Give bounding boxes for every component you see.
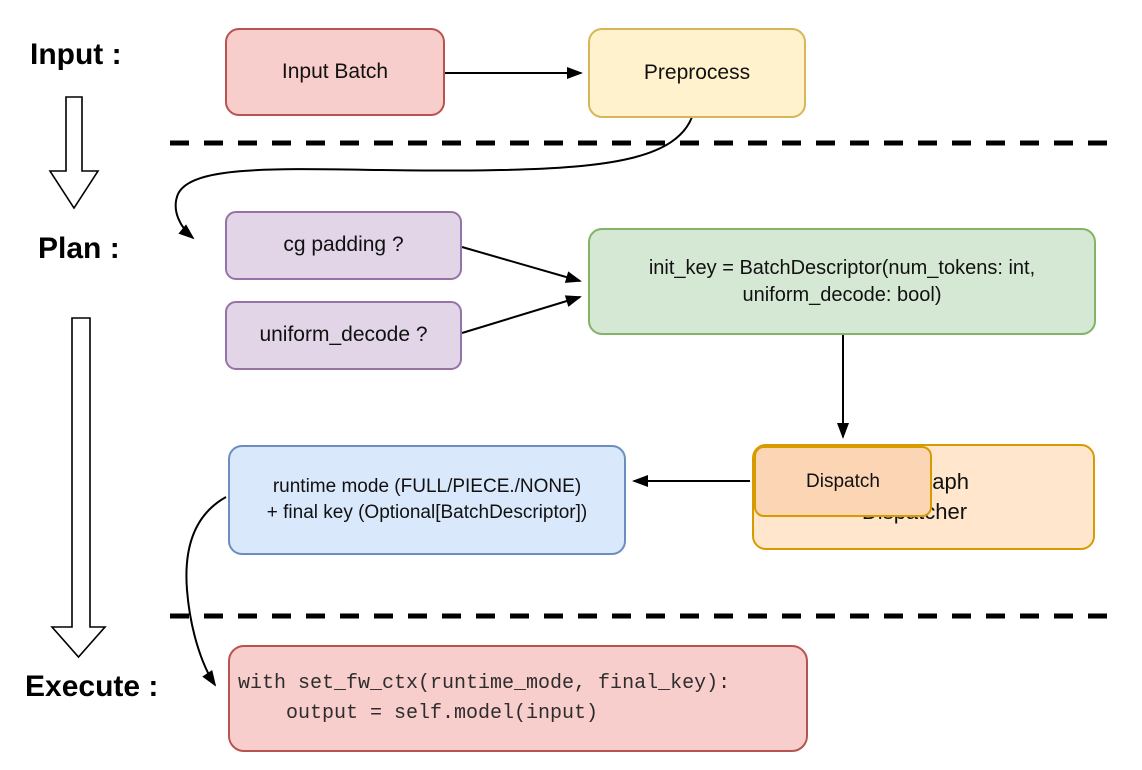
arrow-cg-padding-to-init-key	[461, 246, 582, 283]
stage-arrow-input-to-plan	[48, 96, 100, 210]
stage-label-execute: Execute :	[25, 670, 159, 703]
node-input-batch: Input Batch	[225, 28, 445, 116]
node-preprocess-label: Preprocess	[643, 60, 751, 84]
arrow-preprocess-to-cg-padding	[174, 116, 693, 240]
arrow-runtime-mode-to-execute-code	[185, 496, 227, 687]
stage-label-plan: Plan :	[38, 232, 120, 265]
node-uniform-decode: uniform_decode ?	[225, 301, 462, 370]
node-runtime-mode-line2: + final key (Optional[BatchDescriptor])	[266, 502, 588, 523]
stage-arrow-plan-to-execute	[50, 317, 107, 659]
node-uniform-decode-label: uniform_decode ?	[259, 323, 428, 347]
node-execute-code-line2: output = self.model(input)	[238, 701, 599, 725]
node-cg-padding-label: cg padding ?	[283, 233, 404, 257]
node-init-key: init_key = BatchDescriptor(num_tokens: i…	[588, 228, 1096, 335]
node-runtime-mode: runtime mode (FULL/PIECE./NONE) + final …	[228, 445, 626, 555]
node-dispatch: Dispatch	[754, 446, 932, 517]
stage-label-input: Input :	[30, 38, 122, 71]
node-runtime-mode-line1: runtime mode (FULL/PIECE./NONE)	[272, 476, 582, 498]
node-preprocess: Preprocess	[588, 28, 806, 118]
node-dispatch-label: Dispatch	[806, 470, 880, 492]
arrow-uniform-decode-to-init-key	[461, 295, 582, 334]
node-cg-padding: cg padding ?	[225, 211, 462, 280]
node-init-key-line1: init_key = BatchDescriptor(num_tokens: i…	[648, 256, 1036, 279]
node-execute-code: with set_fw_ctx(runtime_mode, final_key)…	[228, 645, 808, 752]
node-input-batch-label: Input Batch	[281, 59, 389, 83]
node-execute-code-line1: with set_fw_ctx(runtime_mode, final_key)…	[238, 671, 731, 695]
node-init-key-line2: uniform_decode: bool)	[742, 283, 942, 306]
